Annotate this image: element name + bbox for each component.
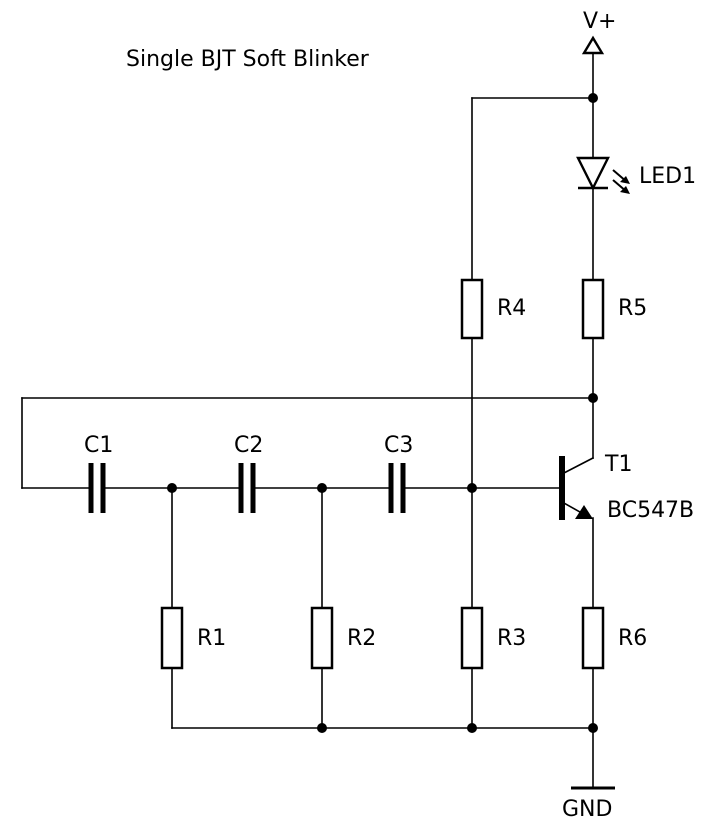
r1-resistor — [160, 606, 184, 670]
c1-capacitor — [88, 463, 106, 513]
junction-dot — [167, 483, 177, 493]
junction-dot — [317, 483, 327, 493]
t1-label: T1 — [604, 452, 632, 477]
t1-part-label: BC547B — [607, 498, 694, 523]
r4-label: R4 — [497, 296, 526, 321]
r2-resistor — [310, 606, 334, 670]
c1-label: C1 — [84, 433, 113, 458]
r5-resistor — [581, 278, 605, 340]
feedback-loop-wire — [21, 397, 594, 489]
c2-label: C2 — [234, 433, 263, 458]
led-symbol — [576, 97, 630, 281]
junction-dot — [467, 723, 477, 733]
supply-label: V+ — [583, 9, 616, 34]
junction-dot — [588, 93, 598, 103]
supply-symbol — [581, 35, 605, 99]
c3-label: C3 — [384, 433, 413, 458]
junction-dot — [588, 723, 598, 733]
r2-label: R2 — [347, 626, 376, 651]
r1-label: R1 — [197, 626, 226, 651]
t1-transistor — [559, 397, 595, 609]
r5-label: R5 — [618, 296, 647, 321]
top-rail-wire — [471, 97, 594, 281]
r4-resistor — [460, 278, 484, 340]
junction-dot — [317, 723, 327, 733]
c2-capacitor — [238, 463, 256, 513]
c3-capacitor — [388, 463, 406, 513]
junction-dot — [588, 393, 598, 403]
ground-rail-wire — [171, 667, 594, 788]
ground-label: GND — [562, 797, 612, 822]
led1-label: LED1 — [639, 164, 696, 189]
r3-resistor — [460, 606, 484, 670]
diagram-title: Single BJT Soft Blinker — [126, 47, 370, 72]
r3-label: R3 — [497, 626, 526, 651]
r6-resistor — [581, 606, 605, 670]
r6-label: R6 — [618, 626, 647, 651]
junction-dot — [467, 483, 477, 493]
